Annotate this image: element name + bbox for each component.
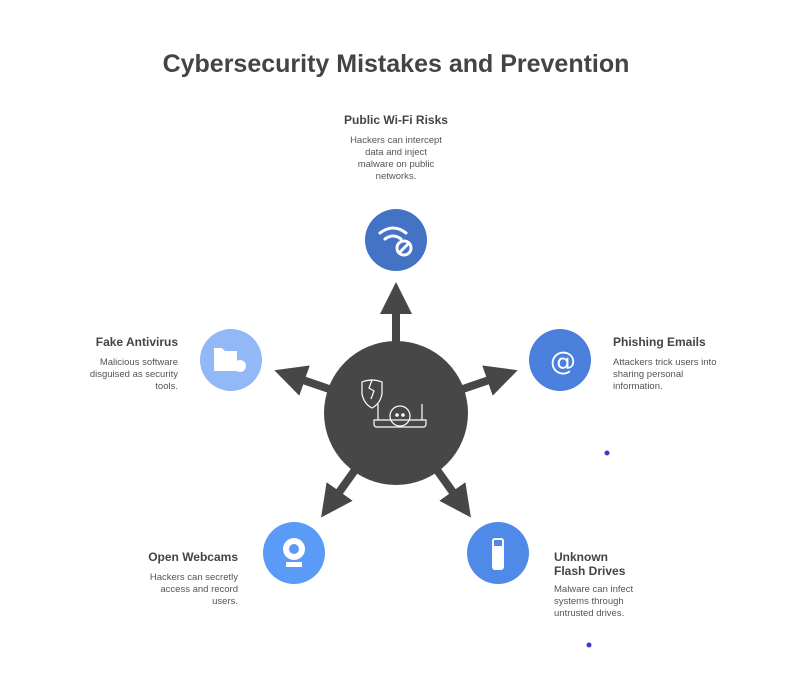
broken-shield-laptop-skull-icon — [361, 379, 427, 428]
phishing-circle — [529, 329, 591, 391]
usb-drive-icon — [492, 538, 504, 570]
wifi-circle — [365, 209, 427, 271]
folder-bug-icon — [214, 348, 246, 372]
decor-dot — [586, 642, 592, 648]
wifi-blocked-icon — [378, 226, 413, 257]
webcam-icon — [283, 538, 305, 567]
arrow-lower-left — [321, 467, 359, 518]
email-at-icon: @ — [550, 347, 576, 377]
center-circle — [324, 341, 468, 485]
arrow-lower-right — [433, 467, 471, 518]
arrow-left — [274, 365, 334, 396]
decor-dot — [604, 450, 610, 456]
page-title: Cybersecurity Mistakes and Prevention — [162, 50, 630, 78]
arrow-right — [458, 365, 518, 396]
